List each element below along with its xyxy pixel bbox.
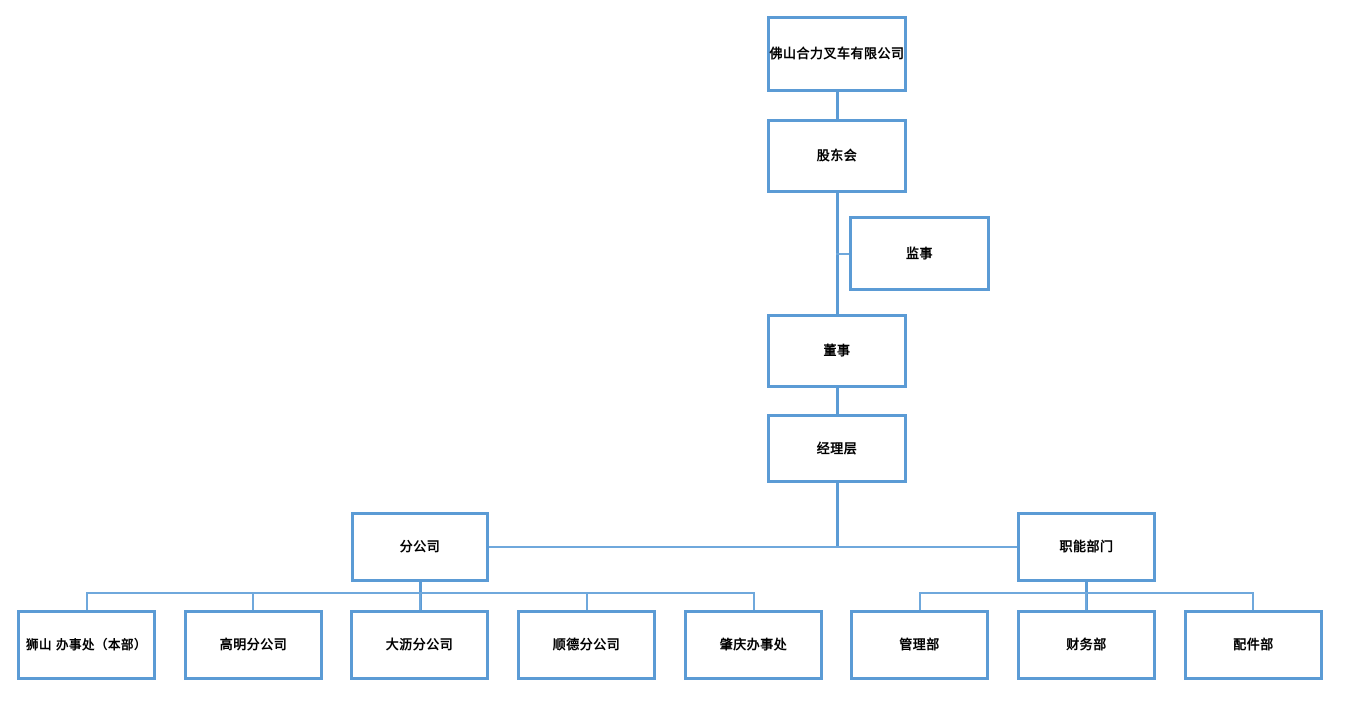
node-branch-child-5[interactable]: 肇庆办事处: [684, 610, 823, 680]
connector-functional-drop-1: [919, 592, 921, 611]
node-functional-child-1-label: 管理部: [899, 637, 940, 653]
connector-branch-drop-5: [753, 592, 755, 611]
node-branch-child-4-label: 顺德分公司: [552, 637, 621, 653]
node-branch-child-3-label: 大沥分公司: [385, 637, 454, 653]
node-functional-child-3-label: 配件部: [1233, 637, 1274, 653]
connector-company-to-shareholders: [836, 92, 839, 120]
node-branch-child-5-label: 肇庆办事处: [719, 637, 788, 653]
node-functional-child-1[interactable]: 管理部: [850, 610, 989, 680]
node-branch-child-2[interactable]: 高明分公司: [184, 610, 323, 680]
connector-supervisor-stub: [836, 253, 852, 255]
node-functional-label: 职能部门: [1059, 539, 1114, 555]
connector-functional-drop-3: [1252, 592, 1254, 611]
node-branch-child-2-label: 高明分公司: [219, 637, 288, 653]
node-director[interactable]: 董事: [767, 314, 907, 388]
node-management-label: 经理层: [816, 440, 858, 456]
node-functional-child-2[interactable]: 财务部: [1017, 610, 1156, 680]
node-company[interactable]: 佛山合力叉车有限公司: [767, 16, 907, 92]
node-shareholders[interactable]: 股东会: [767, 119, 907, 193]
node-director-label: 董事: [823, 343, 851, 359]
node-management[interactable]: 经理层: [767, 414, 907, 483]
connector-functional-drop-2: [1085, 592, 1087, 611]
node-branch-child-1-label: 狮山 办事处（本部）: [26, 637, 147, 652]
node-branch-child-1[interactable]: 狮山 办事处（本部）: [17, 610, 156, 680]
node-functional[interactable]: 职能部门: [1017, 512, 1156, 582]
node-supervisor[interactable]: 监事: [849, 216, 990, 291]
connector-branch-drop-1: [86, 592, 88, 611]
node-supervisor-label: 监事: [905, 245, 933, 261]
node-functional-child-3[interactable]: 配件部: [1184, 610, 1323, 680]
node-branch-child-3[interactable]: 大沥分公司: [350, 610, 489, 680]
connector-management-to-bus: [836, 483, 839, 547]
node-functional-child-2-label: 财务部: [1066, 637, 1107, 653]
connector-middle-bus: [489, 546, 1017, 548]
node-company-label: 佛山合力叉车有限公司: [769, 46, 905, 62]
connector-branch-drop-4: [586, 592, 588, 611]
connector-branch-drop-3: [419, 592, 421, 611]
node-branch-child-4[interactable]: 顺德分公司: [517, 610, 656, 680]
node-branches-label: 分公司: [399, 539, 441, 555]
node-shareholders-label: 股东会: [816, 148, 858, 164]
connector-branch-drop-2: [252, 592, 254, 611]
node-branches[interactable]: 分公司: [351, 512, 489, 582]
connector-director-to-management: [836, 388, 839, 414]
